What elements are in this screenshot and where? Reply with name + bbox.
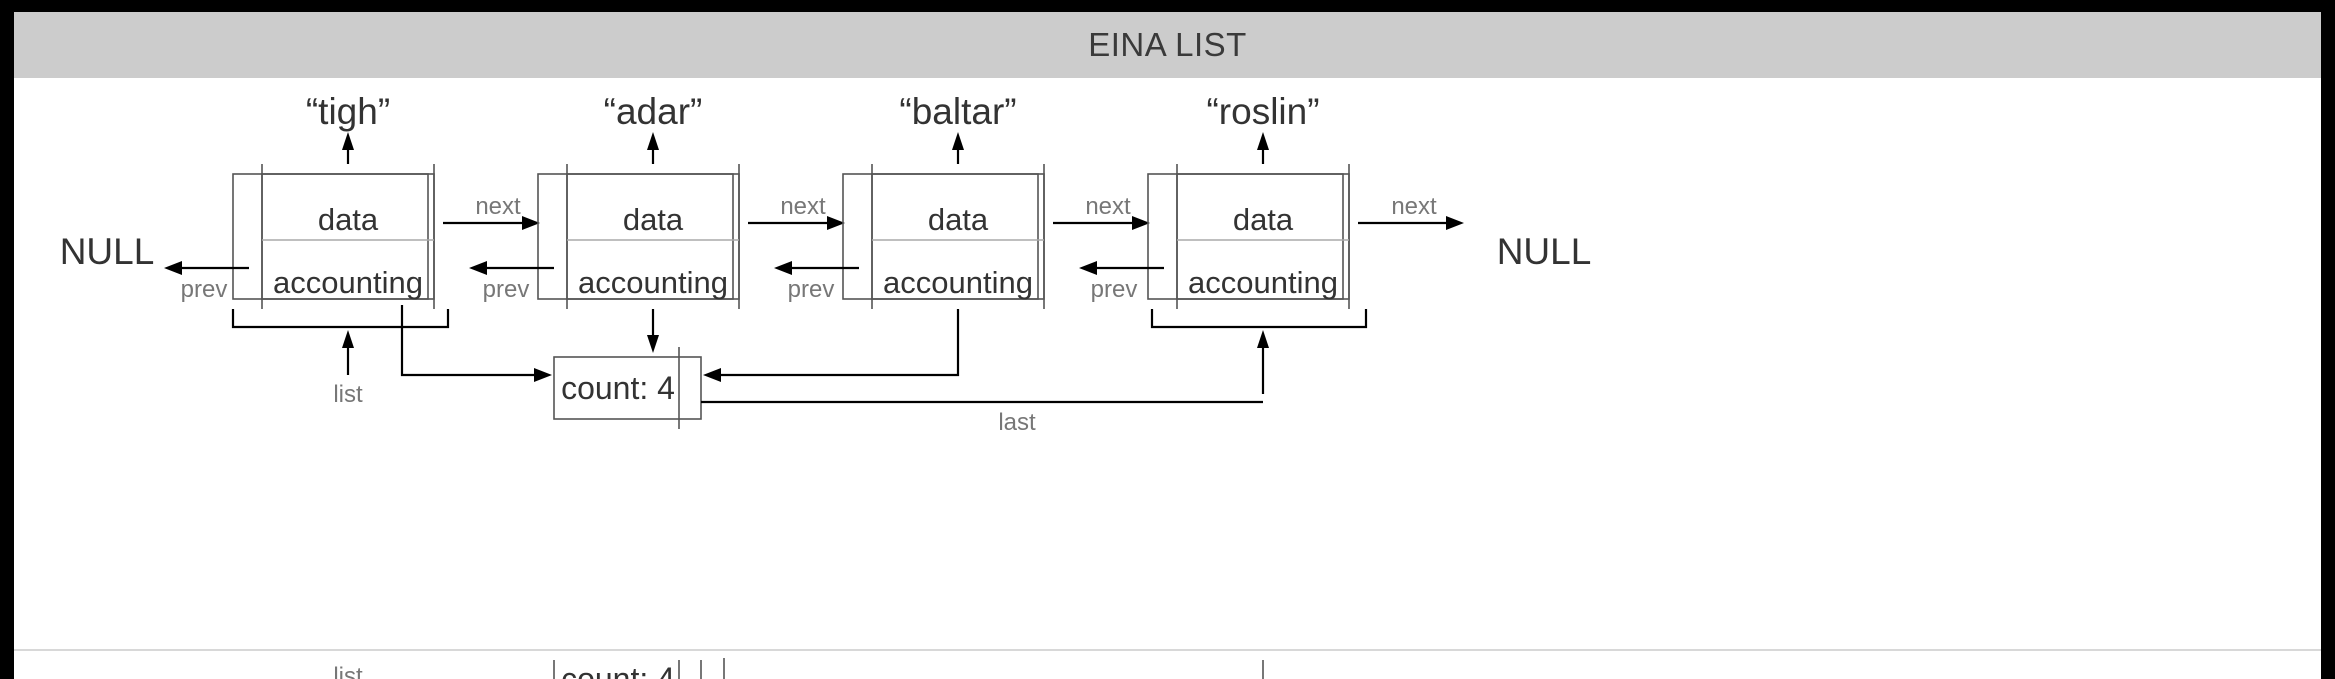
second-diagram-partial: list count: 4 [333,658,1264,679]
node-string-label: “tigh” [306,91,390,132]
node-accounting-label: accounting [578,265,728,300]
next-pointer-2-3: next [748,193,845,230]
last-pointer-path: last [701,400,1263,436]
node-tigh: data accounting [232,164,435,309]
prev-label: prev [1091,276,1138,303]
node-tigh-string-pointer: “tigh” [306,91,390,164]
accounting-count-box: count: 4 [553,347,702,429]
next-label: next [475,193,521,220]
node-data-label: data [623,202,684,237]
last-label: last [998,409,1036,436]
node-data-label: data [318,202,379,237]
node3-to-count-arrow [703,309,960,382]
next-label: next [1085,193,1131,220]
node-baltar-string-pointer: “baltar” [899,91,1017,164]
node-data-label: data [928,202,989,237]
count-label: count: 4 [561,370,675,406]
last-bracket [1150,309,1368,394]
node2-to-count-arrow [647,309,659,353]
list-pointer-to-count [400,305,552,382]
list-bracket: list [231,309,450,408]
next-label: next [780,193,826,220]
node-string-label: “baltar” [899,91,1016,132]
prev-pointer-4-3: prev [1079,261,1164,303]
count-label-2: count: 4 [561,661,675,679]
prev-label: prev [483,276,530,303]
node-adar-string-pointer: “adar” [604,91,703,164]
node-adar: data accounting [537,164,740,309]
document-page: EINA LIST data accounting “tigh” [14,12,2321,679]
next-label: next [1391,193,1437,220]
node-accounting-label: accounting [273,265,423,300]
next-pointer-1-2: next [443,193,540,230]
null-left-label: NULL [60,231,155,272]
node-accounting-label: accounting [1188,265,1338,300]
prev-label: prev [788,276,835,303]
node-accounting-label: accounting [883,265,1033,300]
node-baltar: data accounting [842,164,1045,309]
window-titlebar: EINA LIST [14,12,2321,78]
prev-pointer-null-left: prev NULL [60,231,249,303]
node-roslin: data accounting [1147,164,1350,309]
list-label-2: list [333,663,363,679]
prev-label: prev [181,276,228,303]
next-pointer-3-4: next [1053,193,1150,230]
node-roslin-string-pointer: “roslin” [1206,91,1320,164]
page-title: EINA LIST [1088,26,1247,63]
node-string-label: “roslin” [1206,91,1319,132]
node-data-label: data [1233,202,1294,237]
list-label: list [333,381,363,408]
node-string-label: “adar” [604,91,703,132]
prev-pointer-3-2: prev [774,261,859,303]
prev-pointer-2-1: prev [469,261,554,303]
null-right-label: NULL [1497,231,1592,272]
next-pointer-null-right: next NULL [1358,193,1591,272]
eina-list-diagram: data accounting “tigh” prev NULL next [14,91,2321,679]
